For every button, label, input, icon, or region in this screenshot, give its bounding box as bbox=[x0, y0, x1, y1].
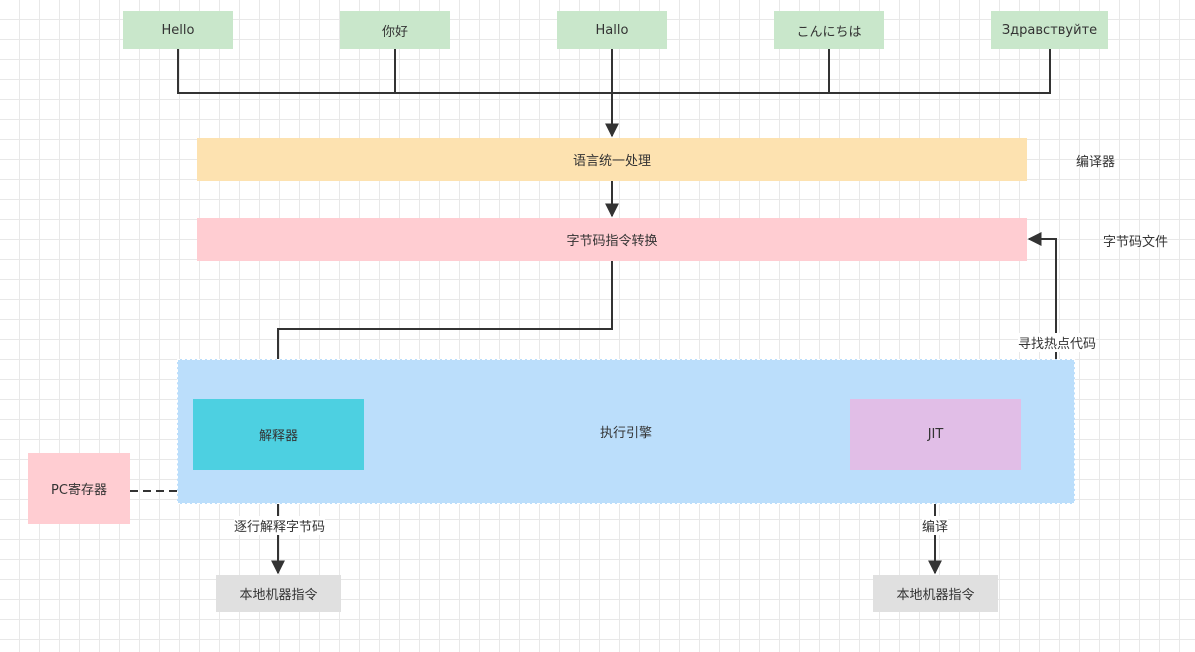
language-label: 你好 bbox=[381, 24, 408, 40]
jit-box[interactable]: JIT bbox=[850, 399, 1021, 470]
compile-edge-label: 编译 bbox=[922, 516, 949, 535]
hotspot-edge-label: 寻找热点代码 bbox=[1018, 333, 1097, 352]
edge-hello-to-bus bbox=[177, 49, 612, 94]
compiler-side-label: 编译器 bbox=[1076, 155, 1116, 170]
language-label: Hello bbox=[161, 22, 195, 38]
edge-zdravstvuyte-to-bus bbox=[612, 49, 1051, 94]
language-label: Hallo bbox=[595, 22, 629, 38]
execution-engine-label: 执行引擎 bbox=[599, 426, 652, 441]
language-node-hello[interactable]: Hello bbox=[123, 11, 233, 49]
language-label: こんにちは bbox=[796, 24, 862, 40]
native-instructions-label: 本地机器指令 bbox=[239, 588, 318, 603]
compile-step-label: 语言统一处理 bbox=[572, 154, 651, 169]
language-node-hallo[interactable]: Hallo bbox=[557, 11, 667, 49]
native-instructions-right-box[interactable]: 本地机器指令 bbox=[873, 575, 998, 612]
native-instructions-label: 本地机器指令 bbox=[896, 588, 975, 603]
compile-step-box[interactable]: 语言统一处理 bbox=[197, 138, 1027, 181]
language-node-nihao[interactable]: 你好 bbox=[340, 11, 450, 49]
bytecode-step-label: 字节码指令转换 bbox=[566, 234, 658, 249]
bytecode-step-box[interactable]: 字节码指令转换 bbox=[197, 218, 1027, 261]
interpreter-label: 解释器 bbox=[258, 429, 298, 444]
language-node-konnichiwa[interactable]: こんにちは bbox=[774, 11, 884, 49]
native-instructions-left-box[interactable]: 本地机器指令 bbox=[216, 575, 341, 612]
bytecode-file-side-label: 字节码文件 bbox=[1103, 235, 1169, 250]
pc-register-label: PC寄存器 bbox=[51, 483, 107, 498]
language-node-zdravstvuyte[interactable]: Здравствуйте bbox=[991, 11, 1108, 49]
interpreter-box[interactable]: 解释器 bbox=[193, 399, 364, 470]
jit-label: JIT bbox=[927, 427, 944, 442]
pc-register-box[interactable]: PC寄存器 bbox=[28, 453, 130, 524]
language-label: Здравствуйте bbox=[1001, 22, 1098, 38]
interpret-edge-label: 逐行解释字节码 bbox=[234, 516, 326, 535]
